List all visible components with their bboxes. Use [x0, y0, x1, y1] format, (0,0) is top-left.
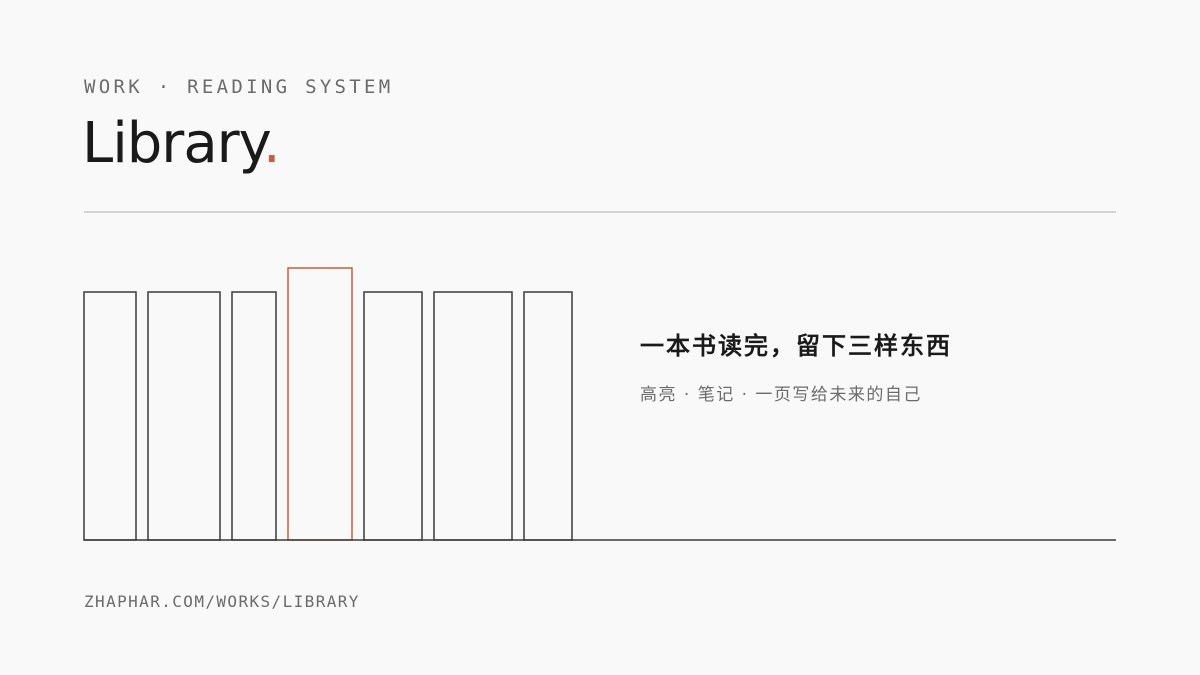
section-subline: 高亮 · 笔记 · 一页写给未来的自己: [640, 385, 922, 405]
section-headline: 一本书读完，留下三样东西: [640, 332, 952, 360]
page-title-text: Library: [82, 111, 264, 176]
footer-url[interactable]: ZHAPHAR.COM/WORKS/LIBRARY: [84, 592, 360, 611]
book-spine: [433, 291, 513, 541]
book-spine: [83, 291, 137, 541]
book-spine: [363, 291, 423, 541]
title-accent-dot: .: [262, 111, 281, 176]
book-spine: [231, 291, 277, 541]
book-spine-highlighted: [287, 267, 353, 541]
header-divider: [84, 211, 1116, 213]
eyebrow-label: WORK · READING SYSTEM: [84, 76, 394, 98]
page-title: Library.: [82, 116, 281, 172]
book-spine: [147, 291, 221, 541]
book-spine: [523, 291, 573, 541]
